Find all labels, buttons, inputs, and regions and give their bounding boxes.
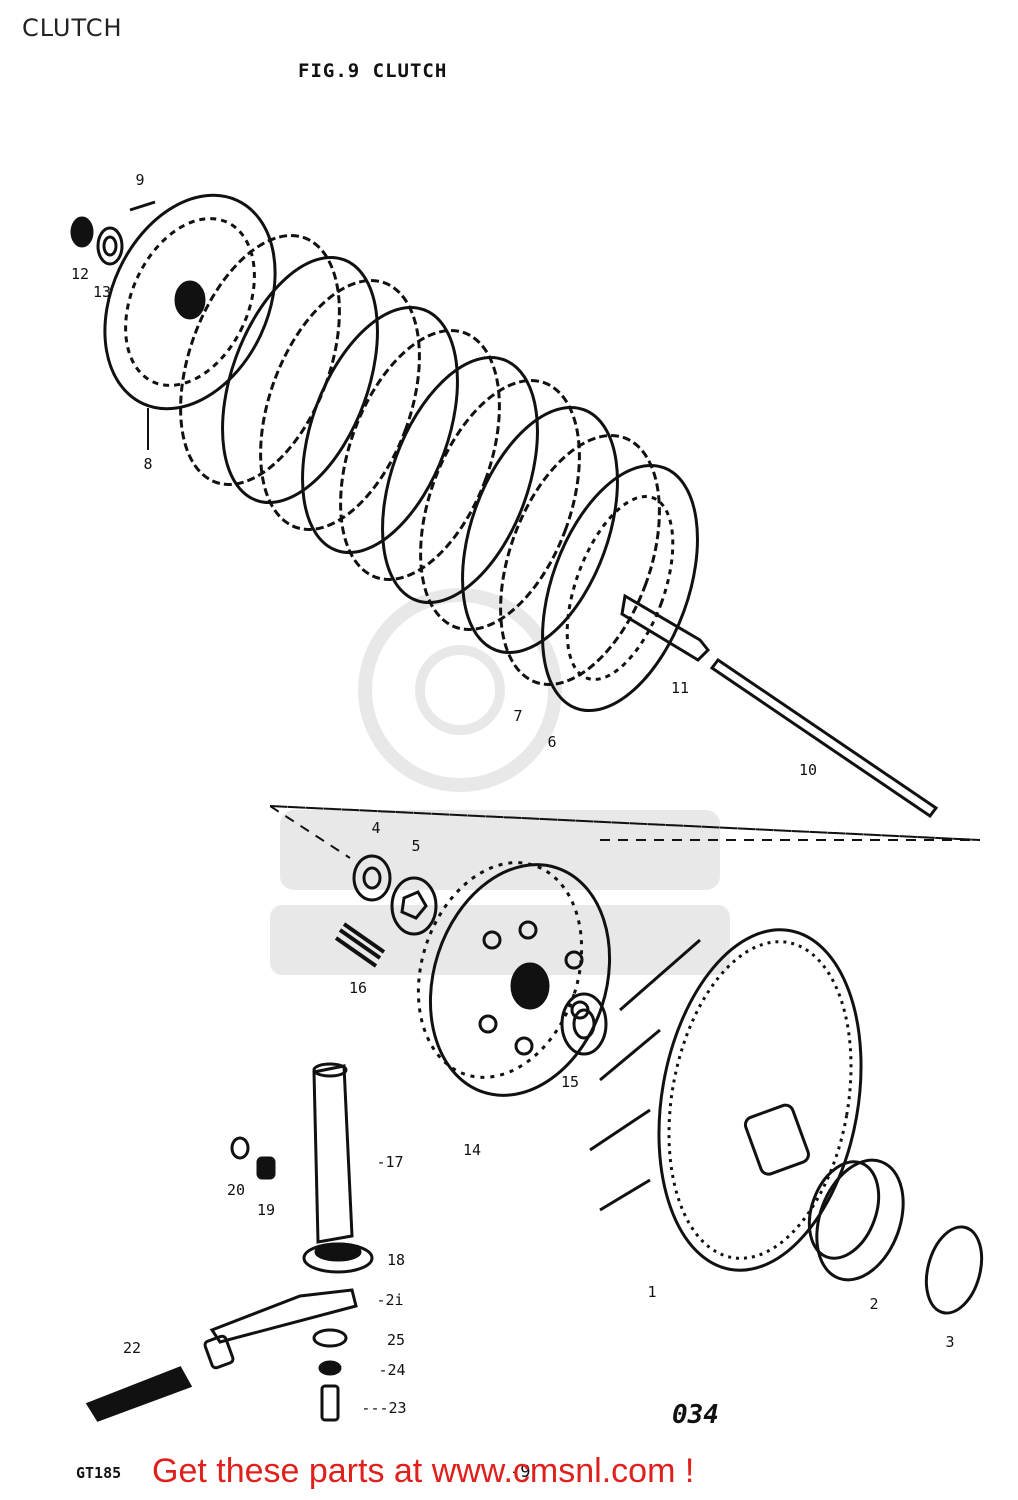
washer-13-shape — [96, 226, 124, 266]
lever-21-shape — [209, 1288, 358, 1344]
model-code: GT185 — [76, 1464, 122, 1482]
push-rod-10-shape — [709, 657, 939, 819]
push-piece-11-shape — [620, 593, 711, 662]
callout-24: -24 — [378, 1361, 406, 1379]
page-number: 034 — [672, 1400, 719, 1430]
callout-13: 13 — [92, 283, 112, 301]
callout-22: 22 — [122, 1339, 142, 1357]
callout-4: 4 — [371, 819, 381, 837]
callout-14: 14 — [462, 1141, 482, 1159]
callout-23: ---23 — [361, 1399, 407, 1417]
buy-parts-link[interactable]: Get these parts at www.cmsnl.com ! — [152, 1452, 695, 1490]
callout-21: -2i — [376, 1291, 404, 1309]
callout-12: 12 — [70, 265, 90, 283]
figure-title: FIG.9 CLUTCH — [298, 60, 448, 82]
callout-7: 7 — [513, 707, 523, 725]
washer-20-shape — [230, 1136, 250, 1160]
bolt-23-shape — [320, 1384, 340, 1422]
page-header: CLUTCH — [22, 14, 123, 42]
washer-25-shape — [312, 1328, 348, 1348]
callout-5: 5 — [411, 837, 421, 855]
lock-washer-5-shape — [390, 876, 438, 936]
oil-seal-18-shape — [302, 1242, 374, 1274]
clutch-housing-1-shape — [589, 928, 863, 1272]
callout-9: 9 — [135, 171, 145, 189]
spring-16-shape — [334, 922, 386, 968]
callout-18: 18 — [386, 1251, 406, 1269]
callout-15: 15 — [560, 1073, 580, 1091]
callout-8: 8 — [143, 455, 153, 473]
circlip-3-shape — [924, 1225, 984, 1315]
nut-4-shape — [352, 854, 392, 902]
washer-15-shape — [560, 992, 608, 1056]
callout-3: 3 — [945, 1333, 955, 1351]
washer-24-shape — [318, 1360, 342, 1376]
callout-17: -17 — [376, 1153, 404, 1171]
callout-20: 20 — [226, 1181, 246, 1199]
section-divider-line — [266, 804, 981, 859]
pressure-plate-8-shape — [103, 193, 277, 411]
callout-16: 16 — [348, 979, 368, 997]
callout-19: 19 — [256, 1201, 276, 1219]
callout-11: 11 — [670, 679, 690, 697]
ring-2-shape — [807, 1158, 905, 1282]
callout-10: 10 — [798, 761, 818, 779]
clutch-plate-stack — [179, 234, 699, 713]
adjuster-22-shape — [85, 1334, 235, 1422]
page-code: -9 — [510, 1462, 531, 1482]
callout-25: 25 — [386, 1331, 406, 1349]
callout-6: 6 — [547, 733, 557, 751]
callout-1: 1 — [647, 1283, 657, 1301]
callout-2: 2 — [869, 1295, 879, 1313]
nut-12-shape — [70, 216, 94, 248]
bolt-19-shape — [256, 1156, 276, 1180]
release-shaft-17-shape — [312, 1062, 354, 1244]
